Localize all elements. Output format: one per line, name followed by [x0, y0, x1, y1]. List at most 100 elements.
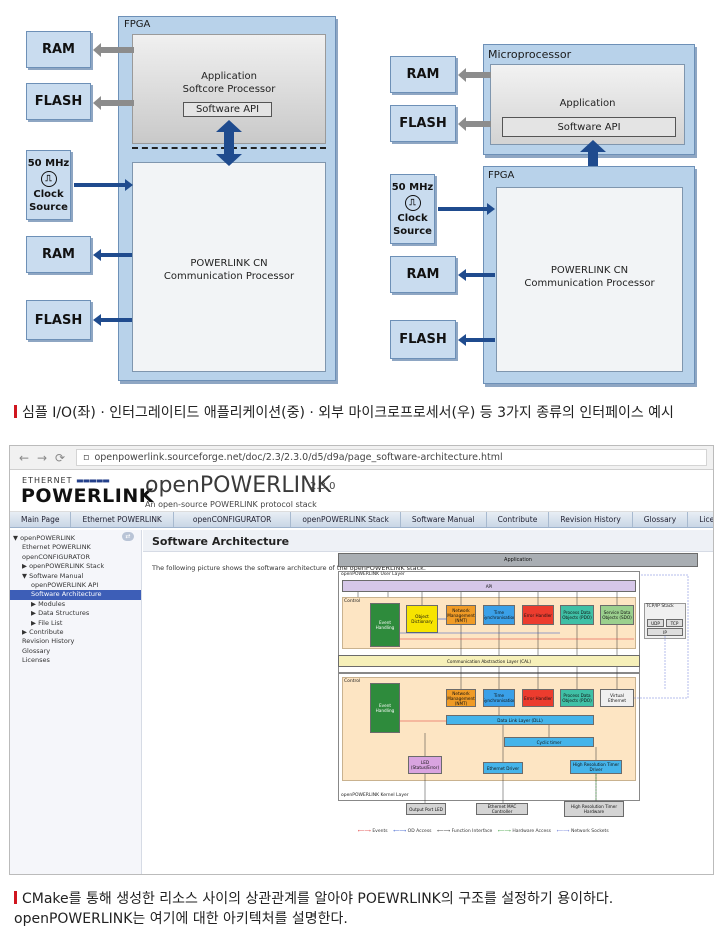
arch-sdo-u: Service Data Objects (SDO)	[600, 605, 634, 625]
flash-top-arrow	[93, 96, 134, 110]
back-icon[interactable]: ←	[18, 450, 30, 465]
right-clock-icon: ⎍	[404, 194, 421, 211]
application-line2: Softcore Processor	[182, 84, 276, 95]
fpga-title: FPGA	[124, 19, 151, 30]
nav-tree-item[interactable]: Licenses	[22, 656, 50, 665]
nav-tree-item[interactable]: ▼ openPOWERLINK	[13, 534, 76, 542]
nav-tree-item[interactable]: ▶ Contribute	[22, 627, 64, 636]
nav-tree-item[interactable]: Glossary	[22, 646, 51, 655]
project-description: An open-source POWERLINK protocol stack	[145, 500, 317, 509]
legend-events-icon: ⟵⟶	[358, 829, 371, 834]
application-label: Application Softcore Processor	[132, 70, 326, 96]
arch-tcp: TCP	[666, 619, 683, 627]
nav-tree-item[interactable]: ▶ Data Structures	[31, 609, 90, 618]
caption-cmake-line2: openPOWERLINK는 여기에 대한 아키텍처를 설명한다.	[14, 911, 348, 927]
legend-hw: Hardware Access	[512, 829, 551, 834]
reload-icon[interactable]: ⟳	[54, 450, 66, 465]
arch-obj-dict: Object Dictionary	[406, 605, 438, 633]
nav-tree-item[interactable]: Software Architecture	[10, 590, 141, 600]
caption-interfaces-text: 심플 I/O(좌) · 인터그레이티드 애플리케이션(중) · 외부 마이크로프…	[22, 405, 674, 421]
nav-tree-item[interactable]: Ethernet POWERLINK	[22, 543, 91, 552]
arch-edrv: Ethernet Driver	[483, 762, 523, 774]
ram-top-arrow	[93, 43, 134, 57]
right-flash-bottom-arrow	[458, 334, 495, 346]
microprocessor-title: Microprocessor	[488, 48, 572, 61]
nav-tree-item[interactable]: ▶ openPOWERLINK Stack	[22, 562, 105, 571]
software-api-box: Software API	[183, 102, 272, 117]
arch-connectors	[357, 574, 689, 803]
clock-freq: 50 MHz	[27, 157, 70, 169]
caption-marker	[14, 405, 17, 418]
nav-tree-item[interactable]: ▶ Modules	[31, 599, 66, 608]
nav-tree-item[interactable]: ▶ File List	[31, 618, 63, 627]
arch-ip: IP	[647, 628, 683, 636]
page-icon: ▫	[83, 452, 90, 463]
browser-screenshot: ← → ⟳ ▫ openpowerlink.sourceforge.net/do…	[9, 445, 714, 875]
arch-api: API	[342, 580, 636, 592]
right-cn-line1: POWERLINK CN	[550, 265, 629, 276]
arch-err-u: Error Handler	[522, 605, 554, 625]
right-cn-label: POWERLINK CN Communication Processor	[496, 264, 683, 290]
arch-timesync-k: Time Synchronisation	[483, 689, 515, 707]
right-flash-top: FLASH	[390, 105, 456, 142]
arch-err-k: Error Handler	[522, 689, 554, 707]
caption-cmake-marker	[14, 891, 17, 904]
arch-tcpip-label: TCP/IP Stack	[646, 604, 674, 609]
logo-ethernet-text: ETHERNET	[22, 476, 73, 485]
tab-ethernet-powerlink[interactable]: Ethernet POWERLINK	[71, 512, 174, 527]
nav-tree-item[interactable]: ▼ Software Manual	[22, 571, 84, 580]
flash-bottom-arrow	[93, 314, 132, 326]
logo-powerlink[interactable]: POWERLINK	[21, 485, 154, 507]
right-cn-block	[496, 187, 683, 372]
arch-dll: Data Link Layer (DLL)	[446, 715, 594, 725]
address-bar[interactable]: ▫ openpowerlink.sourceforge.net/doc/2.3/…	[76, 449, 707, 466]
nav-tabs: Main Page Ethernet POWERLINK openCONFIGU…	[10, 512, 713, 528]
architecture-figure: Application openPOWERLINK User Layer API…	[338, 553, 698, 843]
nav-tree-item[interactable]: openCONFIGURATOR	[22, 552, 90, 561]
nav-tree-item[interactable]: Revision History	[22, 637, 75, 646]
clock-line1: Clock	[33, 188, 64, 200]
arch-vether: Virtual Ethernet	[600, 689, 634, 707]
project-name: openPOWERLINK	[145, 473, 332, 498]
tab-licenses[interactable]: Licenses	[688, 512, 713, 527]
arch-pdo-k: Process Data Objects (PDO)	[560, 689, 594, 707]
tab-main-page[interactable]: Main Page	[10, 512, 72, 527]
tab-glossary[interactable]: Glossary	[633, 512, 689, 527]
right-clock-freq: 50 MHz	[391, 181, 434, 193]
right-clock-source: 50 MHz ⎍ Clock Source	[390, 174, 435, 244]
arch-out-led: Output Port LED	[406, 803, 446, 815]
tab-contribute[interactable]: Contribute	[487, 512, 550, 527]
logo-ethernet: ETHERNET ▬▬▬▬▬	[22, 476, 110, 485]
legend-events: Events	[372, 829, 388, 834]
arch-event-u: Event Handling	[370, 603, 400, 647]
site-header: ETHERNET ▬▬▬▬▬ POWERLINK openPOWERLINK 2…	[10, 470, 713, 512]
browser-toolbar: ← → ⟳ ▫ openpowerlink.sourceforge.net/do…	[10, 446, 713, 470]
tab-software-manual[interactable]: Software Manual	[401, 512, 487, 527]
nav-tree-item[interactable]: openPOWERLINK API	[31, 580, 99, 589]
cn-line1: POWERLINK CN	[190, 258, 268, 269]
sync-icon[interactable]: ⇄	[122, 532, 134, 541]
tab-openconfigurator[interactable]: openCONFIGURATOR	[174, 512, 292, 527]
arch-user-layer-label: openPOWERLINK User Layer	[341, 572, 405, 577]
legend-func-icon: ⟵⟶	[437, 829, 451, 834]
micro-application-label: Application	[559, 98, 616, 109]
arch-cyclic: Cyclic timer	[504, 737, 594, 747]
arch-nmt-u: Network Management (NMT)	[446, 605, 476, 625]
arch-event-k: Event Handling	[370, 683, 400, 733]
flash-bottom: FLASH	[26, 300, 91, 340]
right-ram-top-arrow	[458, 68, 491, 82]
tab-openpowerlink-stack[interactable]: openPOWERLINK Stack	[291, 512, 401, 527]
vertical-double-arrow	[216, 120, 242, 166]
ram-bottom: RAM	[26, 236, 91, 273]
forward-icon[interactable]: →	[36, 450, 48, 465]
arch-application: Application	[338, 553, 698, 567]
clock-line2: Source	[29, 201, 68, 213]
ram-bottom-arrow	[93, 249, 132, 261]
flash-top: FLASH	[26, 83, 91, 120]
arch-hrtimer: High Resolution Timer Driver	[570, 760, 622, 774]
project-version: 2.3.0	[310, 481, 336, 492]
ram-top: RAM	[26, 31, 91, 68]
cn-line2: Communication Processor	[163, 271, 295, 282]
tab-revision-history[interactable]: Revision History	[549, 512, 633, 527]
